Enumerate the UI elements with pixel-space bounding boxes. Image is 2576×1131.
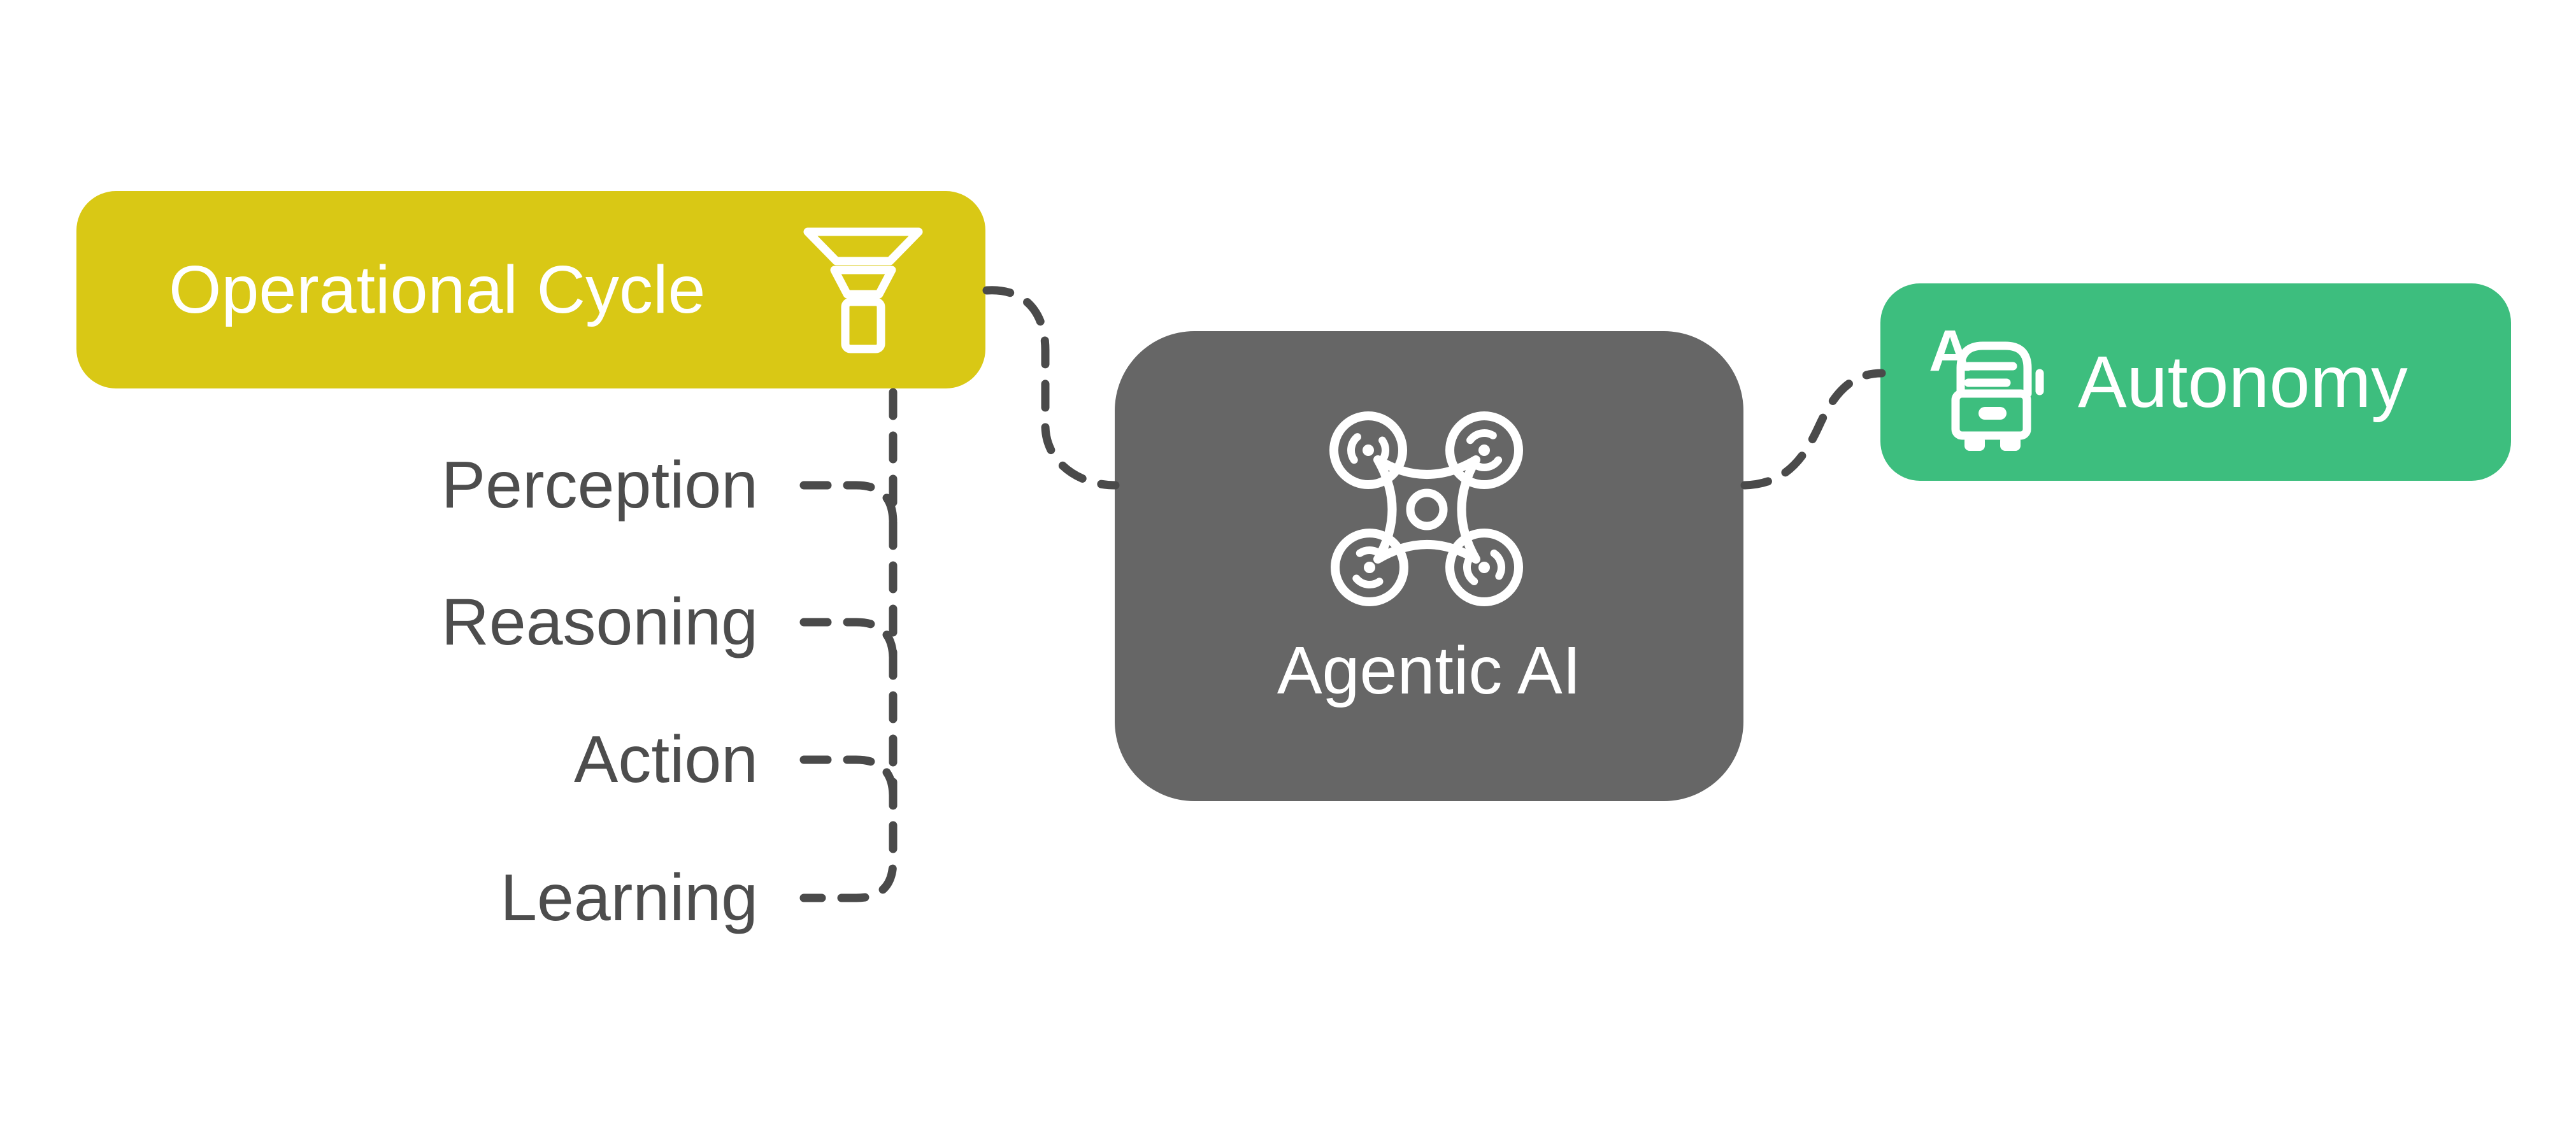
cycle-branch-stub-reasoning (799, 618, 898, 664)
autonomy-label: Autonomy (2078, 341, 2408, 423)
cycle-item-learning: Learning (500, 861, 758, 935)
autonomy-node: Autonomy (1880, 283, 2511, 481)
connector-cycle-to-core (982, 286, 1120, 490)
cycle-item-reasoning: Reasoning (441, 585, 758, 659)
cycle-item-action: Action (573, 723, 758, 797)
operational-cycle-label: Operational Cycle (169, 252, 706, 327)
cycle-branch-trunk (799, 388, 898, 902)
cycle-item-perception: Perception (441, 448, 758, 522)
cycle-branch-stub-perception (799, 481, 898, 527)
connector-core-to-autonomy (1740, 369, 1886, 490)
agentic-ai-label: Agentic AI (1277, 633, 1582, 708)
cycle-branch-stub-action (799, 755, 898, 801)
agentic-ai-node: Agentic AI (1115, 331, 1743, 801)
operational-cycle-node: Operational Cycle (76, 191, 985, 388)
cycle-branch-lines (799, 388, 898, 902)
